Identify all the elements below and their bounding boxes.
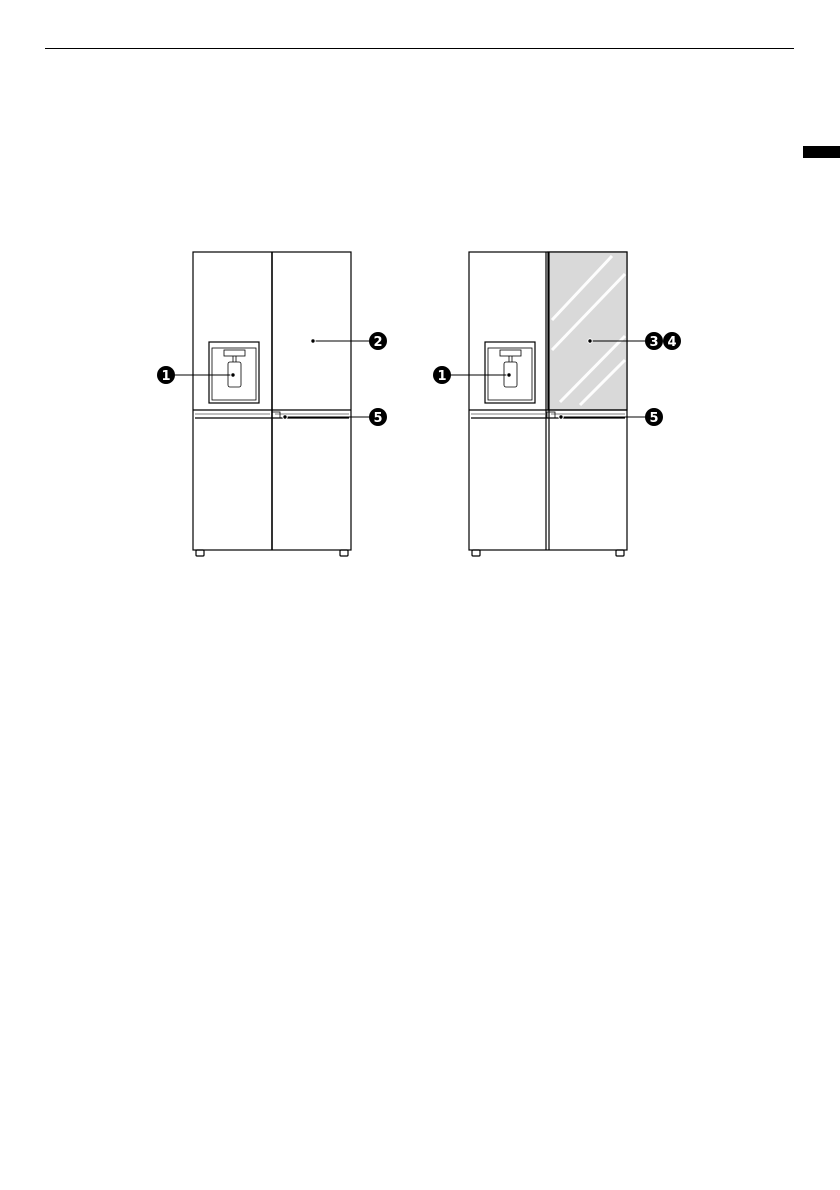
svg-text:1: 1: [161, 369, 170, 384]
callout-5-left: 5: [369, 408, 387, 426]
svg-text:3: 3: [649, 335, 658, 350]
callout-1-left: 1: [157, 366, 175, 384]
svg-text:4: 4: [667, 335, 676, 350]
foot: [472, 550, 480, 556]
instaview-glass-panel: [548, 252, 627, 410]
svg-text:5: 5: [649, 411, 658, 426]
callout-5-right: 5: [645, 408, 663, 426]
refrigerator-glass: [469, 252, 627, 556]
svg-text:5: 5: [373, 411, 382, 426]
callout-2-left: 2: [369, 332, 387, 350]
svg-text:1: 1: [437, 369, 446, 384]
refrigerator-standard: [193, 252, 351, 556]
svg-text:2: 2: [373, 335, 382, 350]
foot: [196, 550, 204, 556]
callout-1-right: 1: [433, 366, 451, 384]
foot: [616, 550, 624, 556]
callout-4-right: 4: [663, 332, 681, 350]
foot: [340, 550, 348, 556]
callout-3-right: 3: [645, 332, 663, 350]
